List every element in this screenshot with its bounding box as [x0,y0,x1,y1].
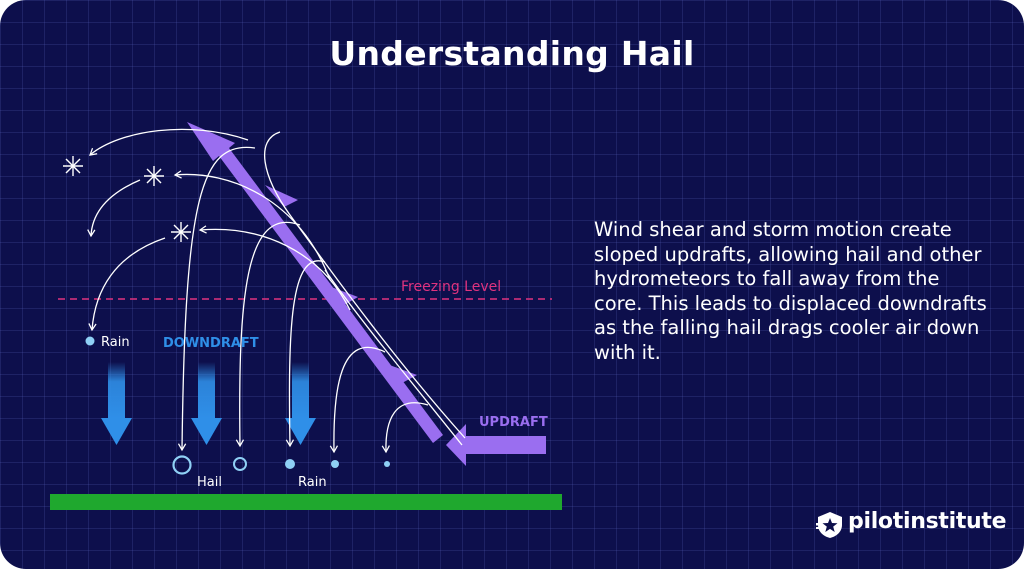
hail-stone [172,455,192,475]
hail-stone [233,457,247,471]
trajectory-line [88,237,166,332]
snowflake-icon [144,166,164,186]
description-text: Wind shear and storm motion create slope… [594,218,987,364]
trajectory-line [173,170,331,281]
rain-drop [384,461,390,467]
page-title: Understanding Hail [329,34,695,73]
trajectory-line [177,146,256,452]
downdraft-arrow [191,362,222,445]
star-shield-icon [816,512,842,538]
freezing-level-label: Freezing Level [401,279,501,295]
snowflake-icon [171,222,191,242]
trajectory-line [198,225,351,311]
rain-drop [331,460,339,468]
trajectory-line [329,346,386,454]
updraft-label: UPDRAFT [479,415,548,430]
trajectory-line [285,260,326,448]
rain-bottom-label: Rain [298,475,327,490]
brand-logo: pilotinstitute [816,509,1007,541]
snowflake-icon [63,156,83,176]
hail-label: Hail [197,475,222,490]
trajectory-line [89,128,249,156]
trajectory-line [87,179,141,238]
rain-drop [285,459,295,469]
trajectory-line [235,221,301,448]
downdraft-arrow [285,362,316,445]
trajectory-line [264,131,466,439]
rain-left-label: Rain [101,335,130,350]
rain-drop [85,336,95,346]
trajectory-line [381,402,429,454]
brand-name: pilotinstitute [848,509,1007,534]
trajectory-line [324,269,463,446]
downdraft-label: DOWNDRAFT [163,336,259,351]
downdraft-arrow [101,362,132,445]
ground-bar [50,494,562,510]
